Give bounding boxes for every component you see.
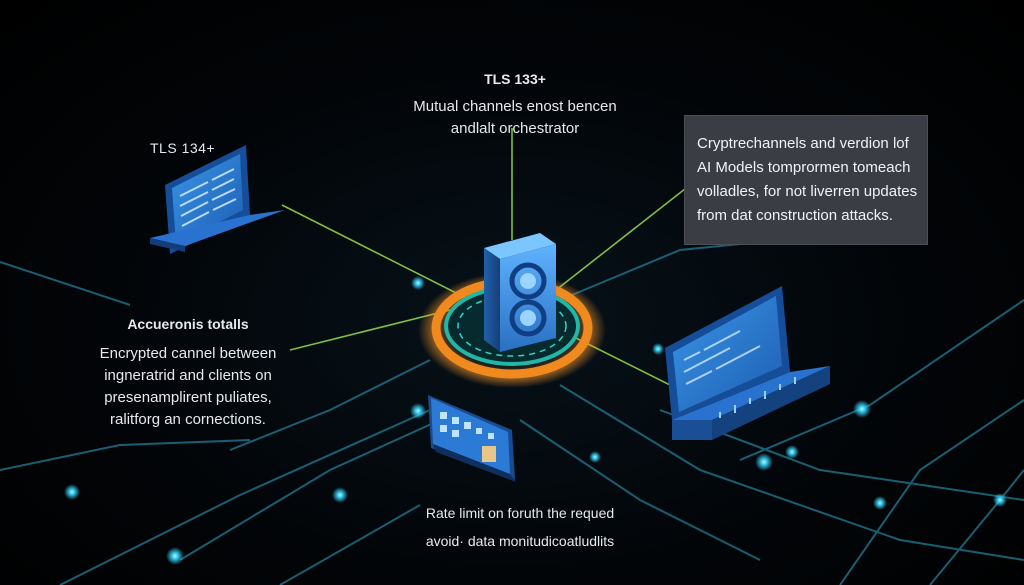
server-disk-icon [509, 299, 547, 337]
client-laptop-right [665, 286, 830, 440]
glow-node [873, 496, 887, 510]
glow-node [64, 484, 80, 500]
server-disk-icon [509, 262, 547, 300]
glow-nodes [64, 276, 1007, 565]
screen-code-lines [683, 330, 761, 385]
circuit-line [179, 419, 441, 561]
tablet-edge [433, 444, 516, 482]
bottom-annotation: Rate limit on foruth the requed avoid· d… [400, 499, 640, 555]
laptop-base-edge [150, 238, 185, 252]
glow-node [755, 453, 773, 471]
circuit-line [839, 399, 1024, 585]
top-annotation: TLS 133+ Mutual channels enost bencen an… [395, 68, 635, 140]
screen-text-lines [179, 168, 237, 227]
info-box-line: AI Models tomprormen tomeach [697, 159, 911, 176]
app-icon [476, 428, 482, 434]
glow-node [589, 451, 601, 463]
orchestrator-server [484, 233, 556, 352]
info-box-line: Cryptrechannels and verdion lof [697, 135, 909, 152]
laptop-base [672, 366, 830, 420]
circuit-line [519, 419, 761, 561]
top-annotation-line: andlalt orchestrator [450, 120, 580, 137]
laptop-screen [673, 296, 782, 412]
top-annotation-title: TLS 133+ [484, 71, 546, 87]
link-laptop-left [281, 204, 471, 301]
server-top [484, 233, 556, 259]
keyboard-keys [719, 377, 796, 418]
tablet-document-icon [482, 446, 496, 462]
app-icon [440, 425, 447, 432]
client-laptop-left [150, 145, 285, 254]
app-icon [488, 433, 494, 439]
circuit-line [229, 359, 431, 451]
glow-node [411, 276, 425, 290]
circuit-line [559, 239, 781, 301]
laptop-base-edge [672, 420, 712, 440]
laptop-base [150, 210, 285, 246]
server-disk-icon [520, 273, 536, 289]
left-annotation-line: Encrypted cannel between [99, 345, 277, 362]
glow-node [993, 493, 1007, 507]
glow-node [785, 445, 799, 459]
client-tablet [428, 395, 516, 482]
app-icon [452, 417, 459, 424]
circuit-lines [0, 239, 1024, 585]
info-box: Cryptrechannels and verdion lof AI Model… [684, 115, 928, 245]
top-annotation-line: Mutual channels enost bencen [413, 98, 617, 115]
link-info-box [555, 184, 691, 291]
glow-node [853, 400, 871, 418]
glow-node [410, 403, 426, 419]
left-annotation-title: Accueronis totalls [127, 316, 249, 332]
laptop-base-side [712, 366, 830, 440]
server-disk-icon [520, 310, 536, 326]
bottom-annotation-line: avoid· data monitudicoatludlits [425, 533, 615, 549]
left-annotation-line: presenamplirent puliates, [104, 389, 272, 406]
circuit-line [559, 384, 1024, 561]
app-icon [452, 430, 459, 437]
left-annotation-line: ingneratrid and clients on [104, 367, 272, 384]
circuit-line [279, 504, 421, 585]
info-box-line: from dat construction attacks. [697, 207, 893, 224]
glow-node [166, 547, 184, 565]
app-icon [440, 412, 447, 419]
tablet-app-icons [440, 412, 494, 439]
info-box-line: volladles, for not liverren updates [697, 183, 918, 200]
left-annotation: Accueronis totalls Encrypted cannel betw… [88, 313, 288, 431]
glow-node [652, 343, 664, 355]
circuit-line [0, 439, 251, 471]
left-tls-label: TLS 134+ [150, 140, 216, 156]
circuit-line [59, 409, 431, 585]
glow-node [332, 487, 348, 503]
app-icon [464, 422, 471, 429]
circuit-line [0, 261, 131, 306]
left-annotation-line: ralitforg an cornections. [110, 411, 266, 428]
bottom-annotation-line: Rate limit on foruth the requed [425, 505, 615, 521]
server-side [484, 248, 500, 352]
